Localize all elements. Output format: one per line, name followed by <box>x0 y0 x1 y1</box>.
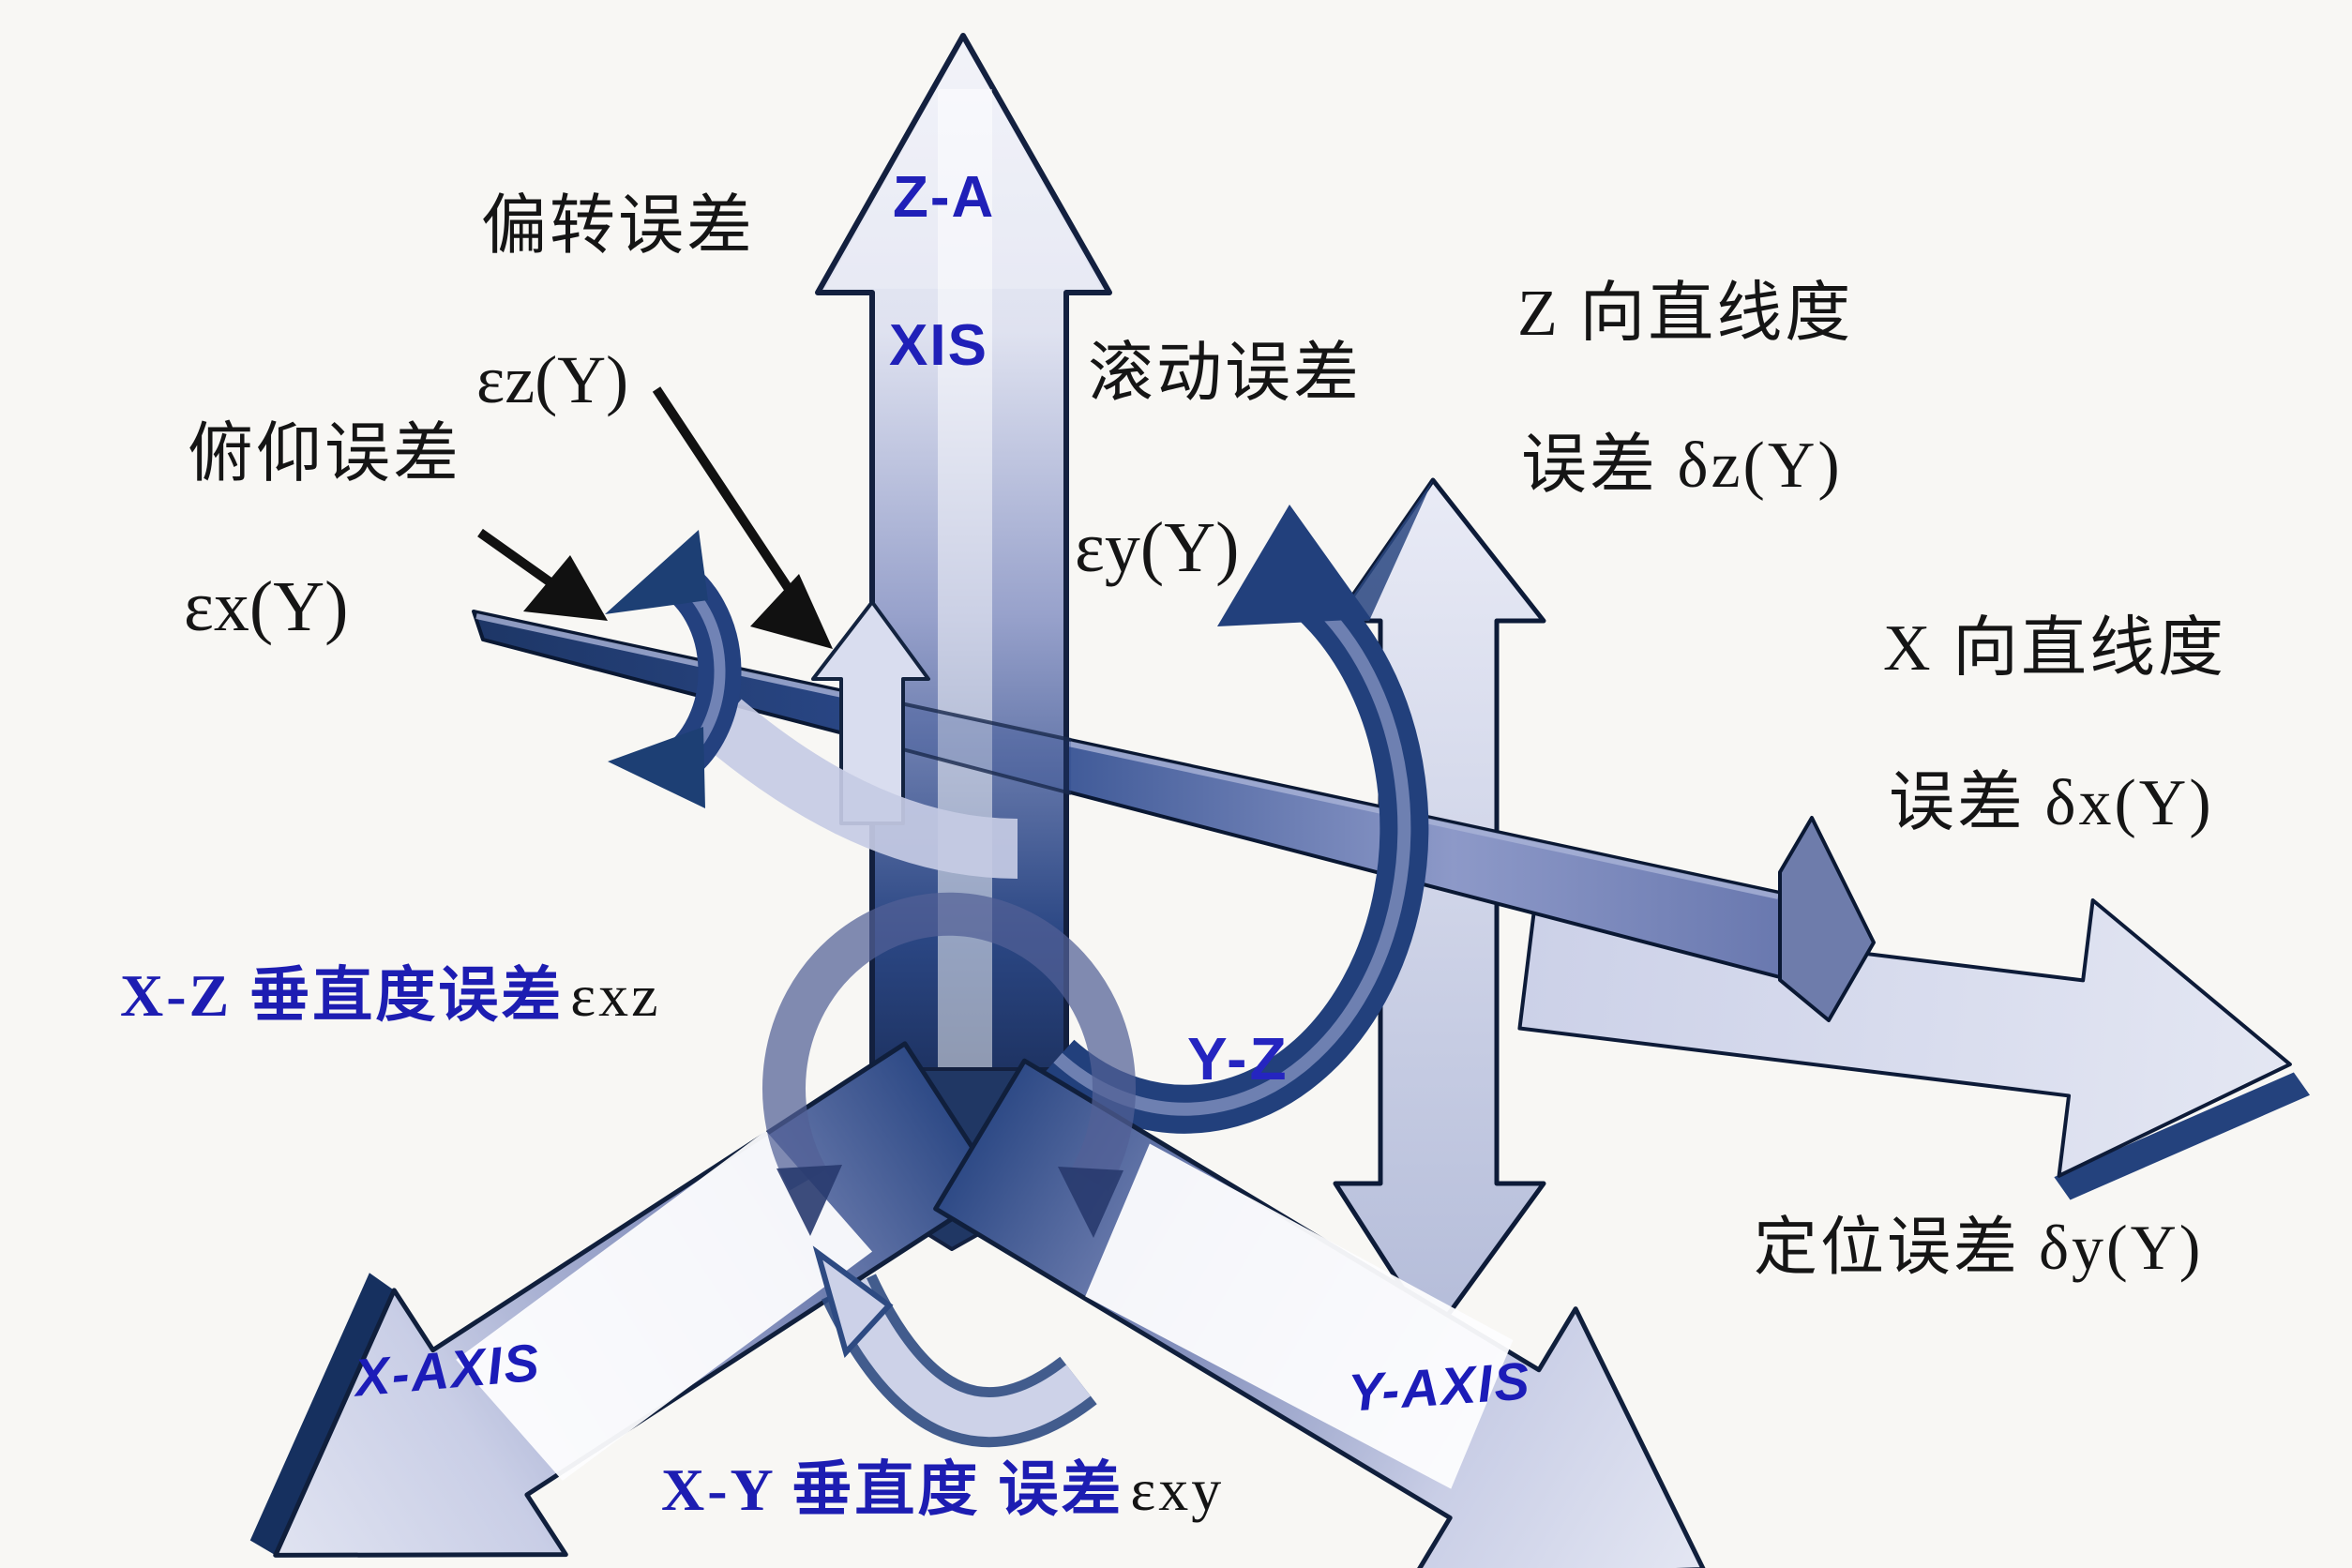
xy-squareness-label: X-Y 垂直度 误差 εxy <box>661 1458 1224 1521</box>
xz-squareness-title: X-Z 垂直度误差 <box>120 962 565 1029</box>
xz-squareness-label: X-Z 垂直度误差 εxz <box>120 964 661 1027</box>
z-axis-arrowhead-sheen <box>825 42 1102 289</box>
y-axis-label: Y-AXIS <box>1346 1350 1533 1423</box>
yaw-annotation-arrow <box>652 386 833 649</box>
yz-ring-arrowhead-right <box>1058 1167 1123 1238</box>
z-straightness-title: Z 向直线度 <box>1517 278 1854 350</box>
beam-through-column-tint <box>870 697 1071 793</box>
roll-rotation-arrowhead <box>1217 505 1371 626</box>
helix-arrowhead-bottom <box>608 727 705 808</box>
yz-ring-arrowhead-left <box>776 1165 842 1236</box>
z-straightness-symbol: 误差 δz(Y) <box>1521 430 1843 502</box>
x-straightness-title: X 向直线度 <box>1883 612 2227 685</box>
xy-squareness-title: X-Y 垂直度 误差 <box>661 1456 1124 1523</box>
x-straightness-symbol: 误差 δx(Y) <box>1889 767 2214 839</box>
y-axis-arrow <box>933 1058 1706 1568</box>
z-axis-label-line1: Z-A <box>893 165 996 230</box>
x-straightness-arrow <box>1517 898 2311 1200</box>
yaw-error-title: 偏转误差 <box>481 190 755 263</box>
roll-rotation-ribbon-highlight <box>1053 593 1411 1116</box>
pitch-annotation-arrow <box>477 528 608 621</box>
y-beam-arrowhead <box>1778 816 1876 1022</box>
yaw-error-symbol: εz(Y) <box>476 342 629 417</box>
roll-error-title: 滚动误差 <box>1088 338 1362 410</box>
y-beam <box>472 610 1782 979</box>
z-straightness-arrow-shade <box>1335 480 1433 621</box>
pitch-error-title: 俯仰误差 <box>188 418 461 490</box>
xy-squareness-symbol: εxy <box>1130 1456 1225 1523</box>
y-beam-highlight <box>475 613 1779 899</box>
helix-arrowhead-top <box>605 530 708 614</box>
z-axis-label-line2: XIS <box>889 313 988 378</box>
roll-error-symbol: εy(Y) <box>1075 508 1240 587</box>
positioning-error-label: 定位误差 δy(Y) <box>1754 1212 2204 1283</box>
yz-plane-label: Y-Z <box>1187 1025 1289 1093</box>
yz-rotation-ring-band <box>762 892 1136 1191</box>
xy-squareness-arc <box>830 1278 1091 1438</box>
xz-squareness-symbol: εxz <box>570 962 661 1029</box>
xy-arc-arrowhead <box>812 1245 894 1358</box>
helix-light-sweep <box>702 699 1018 879</box>
pitch-error-symbol: εx(Y) <box>184 567 349 646</box>
